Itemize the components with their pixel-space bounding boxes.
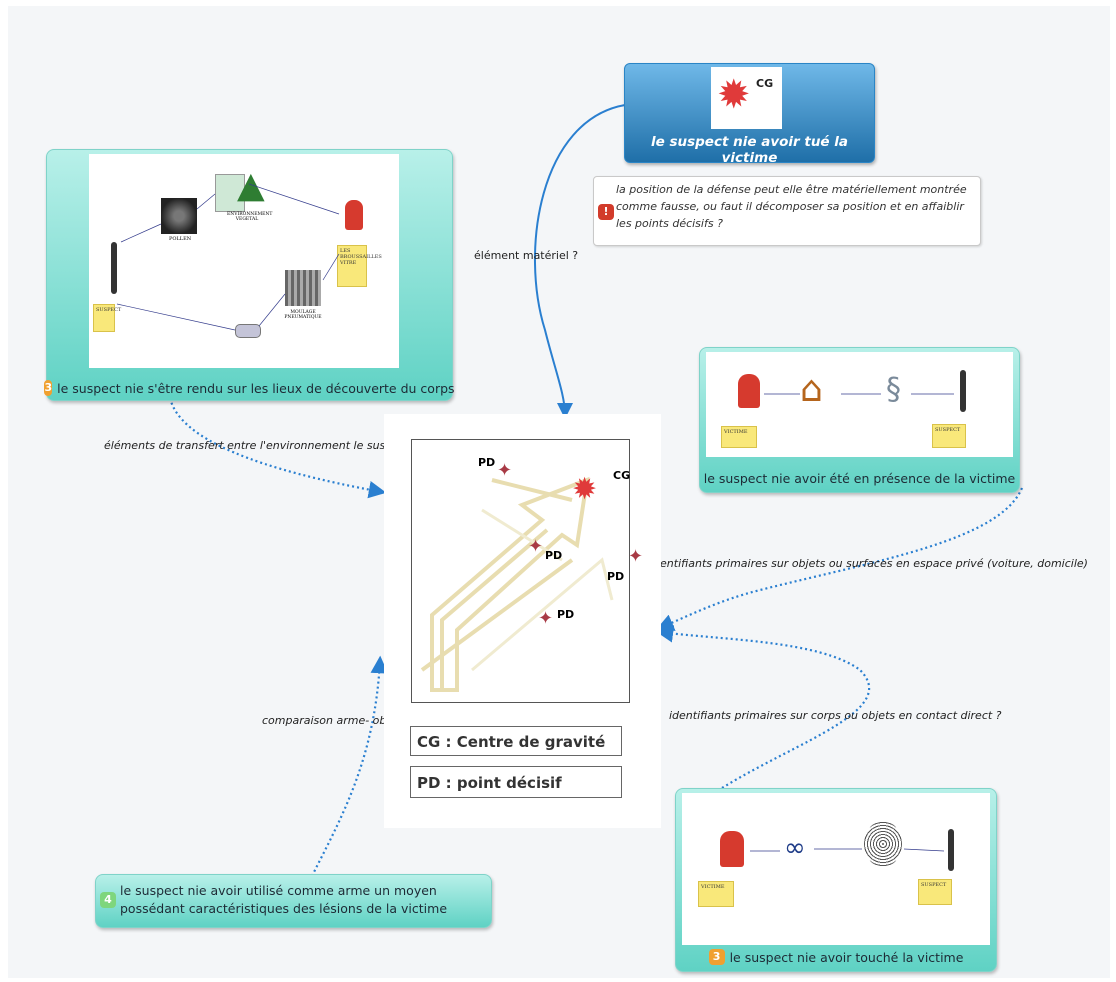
victim-avatar <box>345 200 363 230</box>
priority-3-icon: 3 <box>44 380 53 396</box>
scene-arrows <box>116 183 340 331</box>
priority-4-icon: 4 <box>100 892 116 908</box>
topic-caption: 3 le suspect nie s'être rendu sur les li… <box>44 380 455 396</box>
suspect-figure <box>948 829 954 871</box>
topic-presence-victime[interactable]: ⌂ § VICTIME SUSPECT le suspect nie avoir… <box>699 347 1020 493</box>
presence-image: ⌂ § VICTIME SUSPECT <box>706 352 1013 457</box>
link-contact <box>655 625 870 789</box>
victim-avatar <box>738 374 760 408</box>
contact-image: ∞ VICTIME SUSPECT <box>682 793 990 945</box>
fingerprint-icon <box>864 821 902 867</box>
pd-star-icon: ✦ <box>528 536 544 557</box>
priority-3-icon: 3 <box>708 949 725 965</box>
topic-tue-victime[interactable]: ✹ CG le suspect nie avoir tué la victime <box>624 63 875 166</box>
topic-touche-victime[interactable]: ∞ VICTIME SUSPECT 3 le suspect nie avoir… <box>675 788 997 972</box>
tire-label: MOULAGE PNEUMATIQUE <box>284 310 322 320</box>
victim-avatar <box>720 831 744 867</box>
note-defense[interactable]: ! la position de la défense peut elle êt… <box>593 176 981 246</box>
tire-image <box>285 270 321 306</box>
house-icon: ⌂ <box>800 369 823 410</box>
central-topic[interactable]: ✦ PD ✹ CG ✦ PD ✦ PD ✦ PD CG : Centre de … <box>384 414 661 828</box>
topic-title: le suspect nie avoir tué la victime <box>650 134 849 166</box>
caption-text: le suspect nie s'être rendu sur les lieu… <box>57 380 455 396</box>
pd-star-icon: ✦ <box>538 608 554 629</box>
sticky-victime: VICTIME <box>698 881 734 907</box>
sticky-suspect: SUSPECT <box>932 424 966 448</box>
pollen-image <box>161 198 197 234</box>
topic-caption: le suspect nie avoir été en présence de … <box>700 471 1019 486</box>
cg-label: CG <box>613 469 631 482</box>
sun-icon: ✹ <box>717 72 751 118</box>
caption-text: le suspect nie avoir touché la victime <box>729 949 964 965</box>
cg-icon-label: CG <box>756 77 774 90</box>
strategy-diagram: ✦ PD ✹ CG ✦ PD ✦ PD ✦ PD <box>411 439 643 703</box>
topic-caption: 3 le suspect nie avoir touché la victime <box>676 949 996 965</box>
pd-label-3: PD <box>607 570 625 583</box>
car-image <box>235 324 261 338</box>
pollen-label: POLLEN <box>169 236 192 242</box>
topic-arme[interactable]: 4 le suspect nie avoir utilisé comme arm… <box>95 874 492 928</box>
sticky-broussailles: LES BROUSSAILLES VITRE <box>337 245 382 287</box>
link-transfert <box>168 397 387 499</box>
caption-text: le suspect nie avoir été en présence de … <box>703 471 1016 486</box>
contact-arrows <box>750 848 945 852</box>
link-label-materiel: élément matériel ? <box>474 249 579 262</box>
strategy-arrow-drawing <box>420 476 614 692</box>
link-arme <box>311 655 389 877</box>
tree-icon: ▲ <box>237 165 265 206</box>
sticky-suspect: SUSPECT <box>93 304 121 332</box>
alert-icon: ! <box>598 204 614 220</box>
pd-label-1: PD <box>478 456 496 469</box>
pd-star-icon: ✦ <box>628 546 644 567</box>
link-label-prive: identifiants primaires sur objets ou sur… <box>650 557 1088 570</box>
legend-cg: CG : Centre de gravité <box>410 726 622 756</box>
legend-pd: PD : point décisif <box>410 766 622 798</box>
dna-icon: § <box>886 372 901 407</box>
link-prive <box>655 487 1024 631</box>
link-materiel <box>534 104 626 419</box>
presence-arrows <box>764 393 954 395</box>
topic-lieux-decouverte[interactable]: POLLEN ▲ ENVIRONNEMENT VEGETAL LES BROUS… <box>44 149 455 401</box>
cg-sun-icon: ✹ <box>572 472 598 507</box>
pd-star-icon: ✦ <box>497 460 513 481</box>
sticky-suspect: SUSPECT <box>918 879 952 905</box>
vegetal-label: ENVIRONNEMENT VEGETAL <box>227 212 273 222</box>
cg-image: ✹ CG <box>711 67 782 129</box>
plant-image <box>215 174 245 212</box>
sticky-victime: VICTIME <box>721 426 757 448</box>
suspect-figure <box>960 370 966 412</box>
scene-image: POLLEN ▲ ENVIRONNEMENT VEGETAL LES BROUS… <box>89 154 399 368</box>
pd-label-4: PD <box>557 608 575 621</box>
link-label-transfert: éléments de transfert entre l'environnem… <box>104 439 419 452</box>
note-text: la position de la défense peut elle être… <box>616 183 967 230</box>
suspect-figure <box>111 242 117 294</box>
link-label-contact: identifiants primaires sur corps ou obje… <box>669 709 1002 722</box>
caption-text: le suspect nie avoir utilisé comme arme … <box>120 883 448 916</box>
glasses-icon: ∞ <box>784 833 806 863</box>
pd-label-2: PD <box>545 549 563 562</box>
